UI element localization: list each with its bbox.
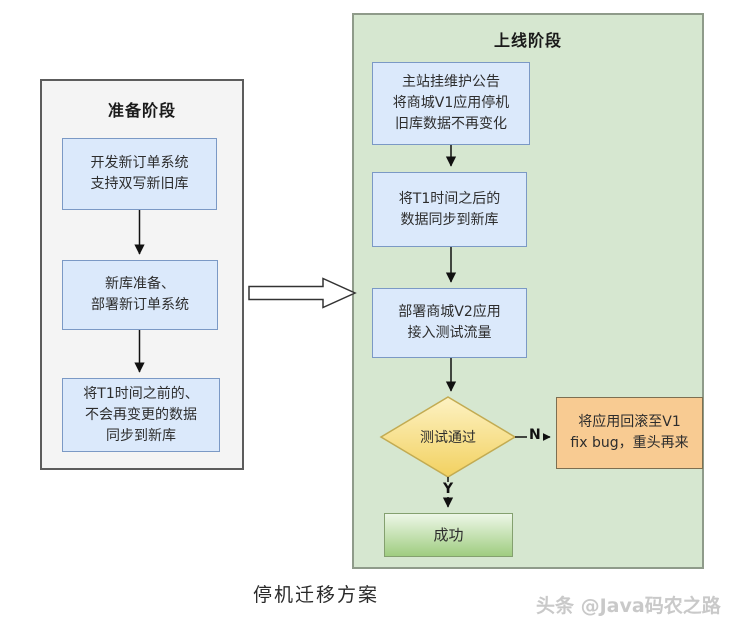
step-line: 将应用回滚至V1	[578, 414, 681, 430]
step-line: 将T1时间之前的、	[83, 385, 199, 402]
step-line: 开发新订单系统	[90, 155, 189, 171]
step-line: 部署商城V2应用	[398, 304, 501, 320]
diagram-caption: 停机迁移方案	[252, 584, 379, 606]
step-line: 同步到新库	[106, 427, 176, 444]
step-line: 部署新订单系统	[91, 297, 189, 313]
decision-test-passed-label: 测试通过	[420, 430, 476, 446]
step-deploy-v2-test-traffic: 部署商城V2应用 接入测试流量	[372, 288, 527, 358]
step-line: 不会再变更的数据	[85, 406, 197, 423]
branch-no-label: N	[527, 427, 543, 444]
step-line: 将T1时间之后的	[398, 190, 501, 207]
step-line: 旧库数据不再变化	[395, 116, 507, 132]
step-line: 新库准备、	[105, 276, 175, 292]
step-maintenance-notice-shutdown-v1: 主站挂维护公告 将商城V1应用停机 旧库数据不再变化	[372, 62, 530, 145]
step-line: 接入测试流量	[407, 325, 492, 341]
step-develop-new-order-system: 开发新订单系统 支持双写新旧库	[62, 138, 217, 210]
step-line: 将商城V1应用停机	[392, 95, 510, 111]
step-sync-data-after-t1: 将T1时间之后的 数据同步到新库	[372, 172, 527, 247]
phase-transition-block-arrow	[248, 277, 357, 309]
step-line: 数据同步到新库	[400, 211, 499, 228]
step-rollback-to-v1: 将应用回滚至V1 fix bug，重头再来	[556, 397, 703, 469]
step-line: 支持双写新旧库	[90, 176, 189, 192]
step-line: fix bug，重头再来	[570, 435, 689, 451]
branch-yes-label: Y	[441, 481, 456, 498]
watermark-text: 头条 @Java码农之路	[536, 595, 721, 617]
step-sync-data-before-t1: 将T1时间之前的、 不会再变更的数据 同步到新库	[62, 378, 220, 452]
step-prepare-new-db-deploy: 新库准备、 部署新订单系统	[62, 260, 218, 330]
step-success: 成功	[384, 513, 513, 557]
panel-golive-title: 上线阶段	[493, 31, 562, 50]
step-line: 主站挂维护公告	[402, 74, 500, 90]
panel-preparation-title: 准备阶段	[107, 101, 176, 120]
